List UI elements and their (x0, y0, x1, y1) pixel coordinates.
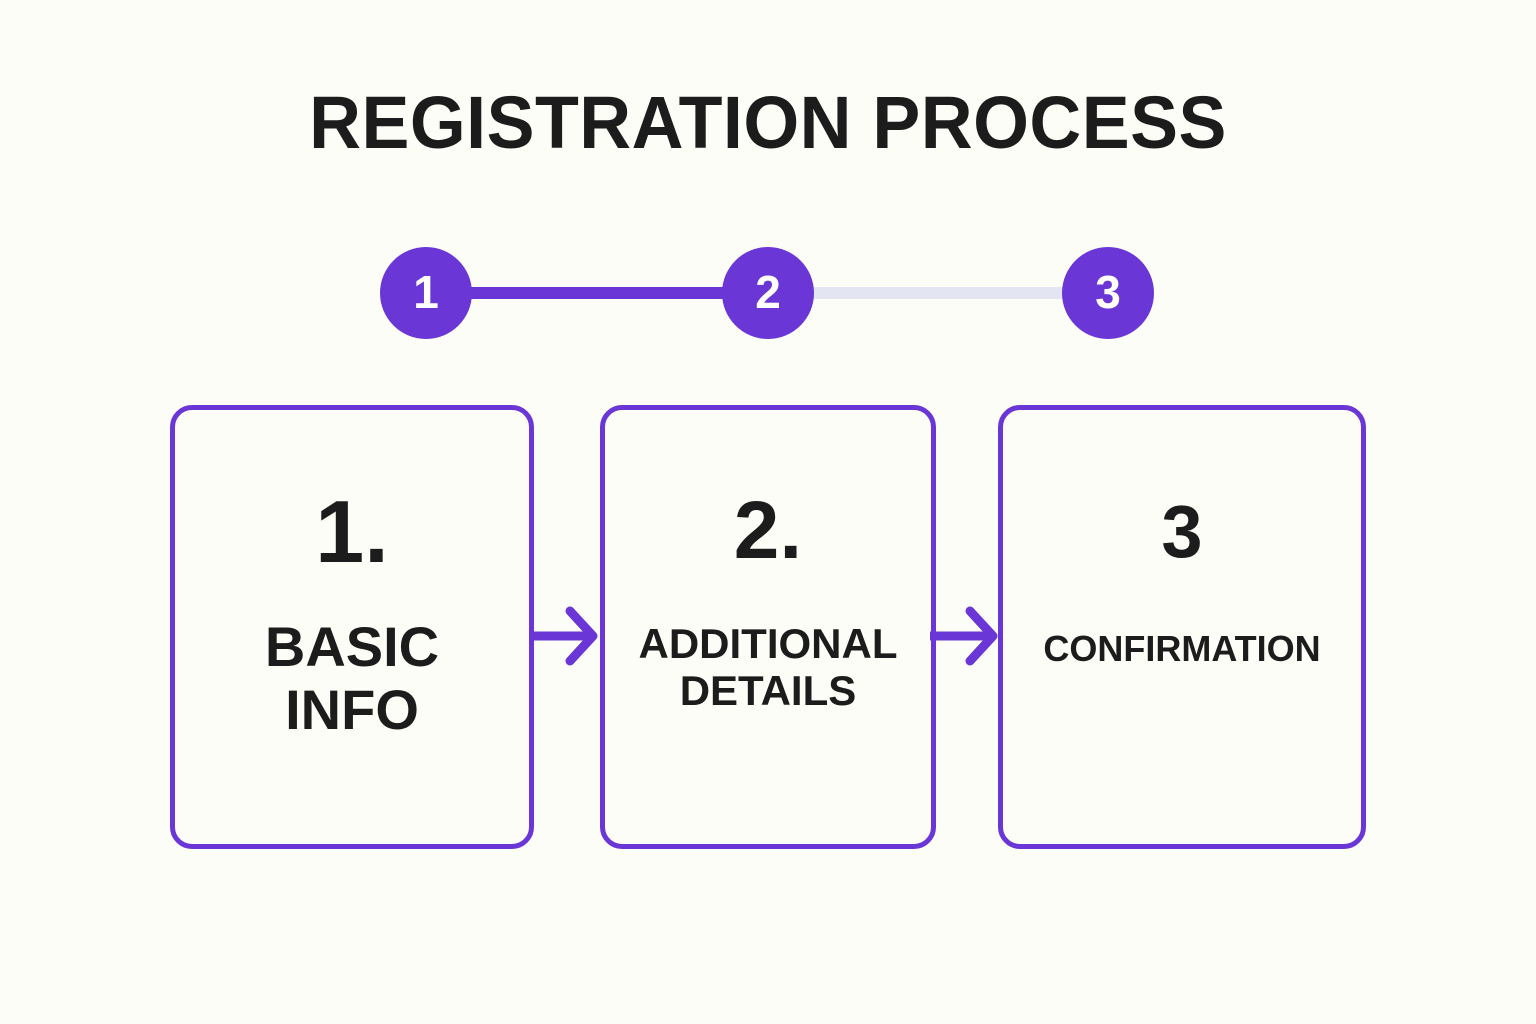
arrow-right-icon (528, 603, 600, 669)
step-card-label: ADDITIONAL DETAILS (638, 620, 898, 715)
step-card-additional-details[interactable]: 2. ADDITIONAL DETAILS (600, 405, 936, 849)
stepper-connector-1-2 (426, 287, 768, 299)
arrow-right-icon (928, 603, 1000, 669)
step-card-basic-info[interactable]: 1. BASIC INFO (170, 405, 534, 849)
step-card-label: BASIC INFO (264, 615, 440, 741)
step-circle-3[interactable]: 3 (1062, 247, 1154, 339)
step-circle-1[interactable]: 1 (380, 247, 472, 339)
step-circle-2[interactable]: 2 (722, 247, 814, 339)
step-card-number: 2. (733, 485, 803, 576)
step-card-number: 3 (1161, 490, 1203, 573)
step-card-label: CONFIRMATION (1043, 628, 1321, 669)
step-progress-indicator: 1 2 3 (380, 247, 1154, 339)
step-card-number: 1. (315, 482, 389, 581)
page-title: REGISTRATION PROCESS (309, 81, 1227, 164)
stepper-connector-2-3 (768, 287, 1108, 299)
step-card-confirmation[interactable]: 3 CONFIRMATION (998, 405, 1366, 849)
